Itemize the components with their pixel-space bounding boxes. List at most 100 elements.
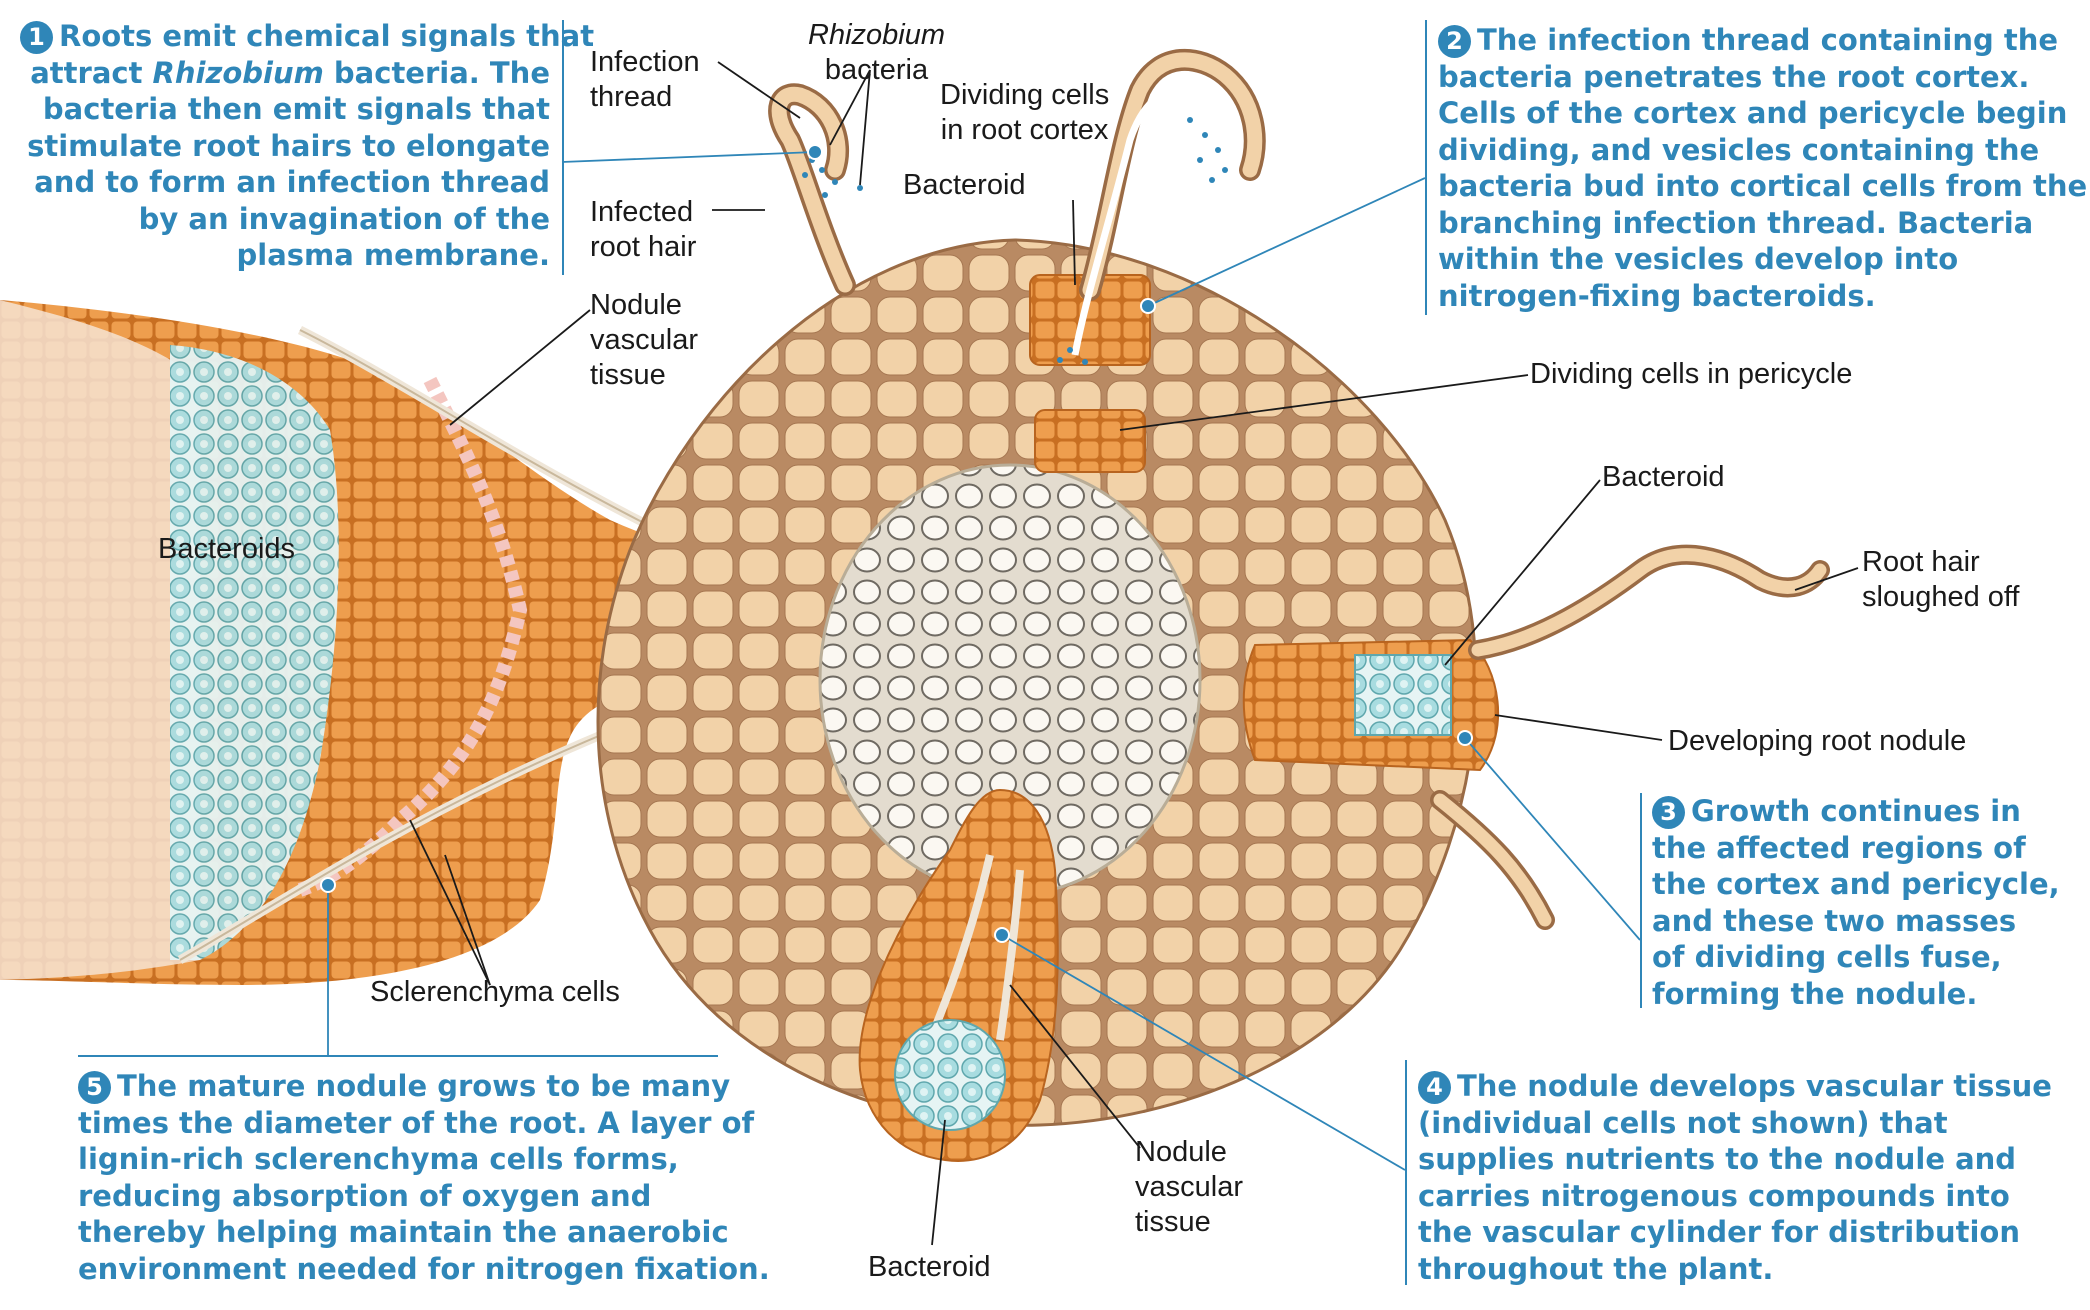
developing-nodule-bacteroids: [1354, 654, 1452, 736]
step-5-line: times the diameter of the root. A layer …: [78, 1105, 755, 1140]
step-1-number: 1: [20, 21, 53, 54]
label-line: Dividing cells in pericycle: [1530, 358, 1853, 390]
step-5-line: reducing absorption of oxygen and: [78, 1178, 652, 1213]
label-leader-lines: [409, 61, 1859, 1246]
step-1-line: and to form an infection thread: [34, 165, 550, 199]
step-5-line: thereby helping maintain the anaerobic: [78, 1215, 729, 1249]
bottom-nodule-bacteroids: [894, 1019, 1006, 1131]
label-line: Dividing cells: [940, 79, 1110, 111]
step-4-line: supplies nutrients to the nodule and: [1418, 1142, 2017, 1176]
bacteroid-zone: [170, 345, 339, 960]
step-2-line: within the vesicles develop into: [1438, 242, 1959, 276]
step-5-line: The mature nodule grows to be many: [117, 1069, 731, 1103]
step1-bar: [562, 20, 564, 275]
label-line: bacteria: [824, 54, 929, 86]
bottom-nodule-vascular-1: [926, 854, 994, 1042]
step-5-number: 5: [78, 1071, 111, 1104]
step-5-line: environment needed for nitrogen fixation…: [78, 1251, 770, 1286]
step-2-line: bacteria bud into cortical cells from th…: [1438, 169, 2088, 203]
label-line: Infected: [590, 196, 694, 228]
step-2-line: dividing, and vesicles containing the: [1438, 132, 2040, 167]
step-4-line: carries nitrogenous compounds into: [1418, 1178, 2010, 1213]
label-nodule-vascular-top: Nodule vascular tissue: [590, 288, 698, 393]
label-bacteroid-bottom: Bacteroid: [868, 1250, 991, 1285]
label-line: Infection: [590, 46, 700, 78]
infection-thread: [1071, 85, 1207, 356]
label-bacteroid-top: Bacteroid: [903, 168, 1026, 203]
step-2-line: Cells of the cortex and pericycle begin: [1438, 96, 2068, 130]
label-line: vascular: [1135, 1171, 1243, 1203]
label-line: Bacteroid: [868, 1251, 991, 1283]
label-root-hair-sloughed: Root hair sloughed off: [1862, 545, 2020, 615]
step-2-line: The infection thread containing the: [1477, 23, 2059, 57]
bottom-nodule-vascular-2: [996, 869, 1024, 1041]
step2-bar: [1425, 20, 1427, 315]
label-developing-nodule: Developing root nodule: [1668, 724, 1966, 759]
step-2-number: 2: [1438, 25, 1471, 58]
label-bacteroid-right: Bacteroid: [1602, 460, 1725, 495]
label-line: Sclerenchyma cells: [370, 976, 620, 1008]
step4-bar: [1405, 1060, 1407, 1285]
label-line: Root hair: [1862, 546, 1980, 578]
step-1-line: attract Rhizobium bacteria. The: [30, 55, 550, 90]
step-3-line: of dividing cells fuse,: [1652, 940, 2002, 974]
step-1-line: plasma membrane.: [236, 238, 550, 272]
step-4-line: (individual cells not shown) that: [1418, 1105, 1948, 1140]
label-dividing-pericycle: Dividing cells in pericycle: [1530, 357, 1852, 392]
root-cross-section: [596, 238, 1500, 1162]
label-line: root hair: [590, 231, 697, 263]
label-line: Nodule: [1135, 1136, 1227, 1168]
step-2-line: nitrogen-fixing bacteroids.: [1438, 278, 1876, 313]
label-line: tissue: [590, 359, 666, 391]
label-dividing-cortex: Dividing cells in root cortex: [940, 78, 1109, 148]
step-4-line: throughout the plant.: [1418, 1251, 1774, 1286]
mature-nodule-fade: [0, 300, 200, 980]
label-rhizobium-bacteria: Rhizobium bacteria: [808, 18, 945, 88]
step-1-line: stimulate root hairs to elongate: [27, 128, 550, 163]
step-2-line: bacteria penetrates the root cortex.: [1438, 59, 2030, 94]
callout-leader-lines: [327, 151, 1641, 1171]
step-5-line: lignin-rich sclerenchyma cells forms,: [78, 1142, 679, 1176]
label-nodule-vascular-bottom: Nodule vascular tissue: [1135, 1135, 1243, 1240]
step-3-line: the affected regions of: [1652, 830, 2026, 865]
callout-dots: [320, 144, 1473, 943]
label-bacteroids-left: Bacteroids: [158, 532, 295, 567]
step-4-line: the vascular cylinder for distribution: [1418, 1215, 2020, 1249]
label-line: Developing root nodule: [1668, 725, 1967, 757]
step-1-line: bacteria then emit signals that: [42, 92, 550, 126]
label-line: Bacteroid: [903, 169, 1026, 201]
label-line: thread: [590, 81, 673, 113]
label-line: vascular: [590, 324, 698, 356]
label-line: Rhizobium: [808, 19, 945, 51]
step-3-line: Growth continues in: [1691, 794, 2021, 828]
dividing-pericycle-cells: [1034, 409, 1146, 473]
label-line: sloughed off: [1862, 581, 2020, 613]
step-3-line: the cortex and pericycle,: [1652, 867, 2060, 901]
label-line: Bacteroids: [158, 533, 296, 565]
step-2-line: branching infection thread. Bacteria: [1438, 205, 2034, 240]
mature-nodule: [0, 300, 880, 985]
step-1-line: Roots emit chemical signals that: [59, 19, 595, 53]
label-line: tissue: [1135, 1206, 1211, 1238]
step-4-line: The nodule develops vascular tissue: [1457, 1069, 2052, 1103]
step5-bar: [78, 1055, 718, 1057]
label-line: in root cortex: [940, 114, 1109, 146]
step-3-line: forming the nodule.: [1652, 976, 1978, 1011]
label-line: Nodule: [590, 289, 682, 321]
step-3-number: 3: [1652, 796, 1685, 829]
step3-bar: [1640, 793, 1642, 1008]
label-sclerenchyma: Sclerenchyma cells: [370, 975, 620, 1010]
rhizobium-italic: Rhizobium: [152, 55, 324, 90]
label-infected-root-hair: Infected root hair: [590, 195, 696, 265]
label-line: Bacteroid: [1602, 461, 1725, 493]
step-4-number: 4: [1418, 1071, 1451, 1104]
step-3-line: and these two masses: [1652, 903, 2017, 938]
step-1-line: by an invagination of the: [138, 201, 550, 236]
label-infection-thread: Infection thread: [590, 45, 700, 115]
